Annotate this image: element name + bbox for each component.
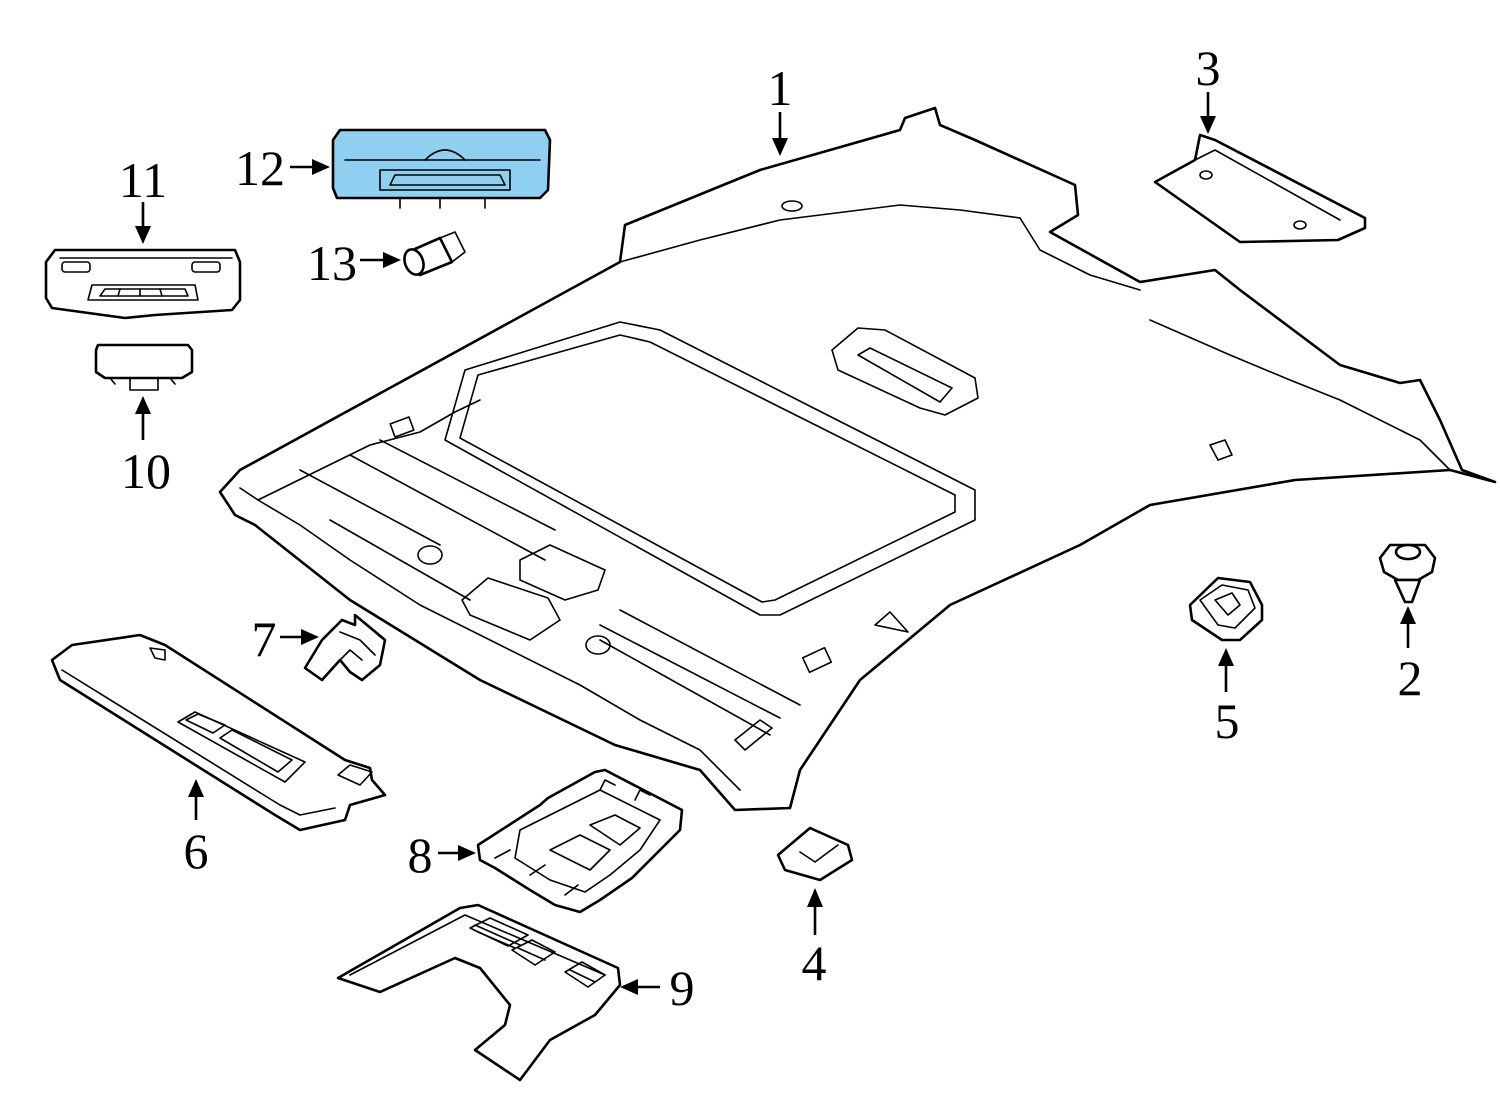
callout-3: 3 bbox=[1196, 40, 1221, 96]
lamp-part-10[interactable] bbox=[94, 343, 194, 391]
callout-13: 13 bbox=[307, 235, 357, 291]
callout-1: 1 bbox=[768, 60, 793, 116]
push-clip-part-2[interactable] bbox=[1378, 543, 1437, 604]
console-trim-part-9[interactable] bbox=[336, 903, 622, 1082]
callout-4: 4 bbox=[802, 935, 827, 991]
retainer-part-5[interactable] bbox=[1188, 576, 1264, 642]
callout-7: 7 bbox=[252, 611, 277, 667]
callout-12: 12 bbox=[235, 140, 285, 196]
pad-part-4[interactable] bbox=[776, 826, 854, 882]
bulb-part-13[interactable] bbox=[401, 231, 466, 277]
callout-9: 9 bbox=[670, 960, 695, 1016]
dome-light-lens-part-12[interactable] bbox=[331, 128, 552, 209]
rear-trim-panel-part-3[interactable] bbox=[1153, 133, 1367, 244]
overhead-console-part-11[interactable] bbox=[44, 248, 242, 320]
leader-arrows bbox=[135, 92, 1416, 995]
sun-visor-part-6[interactable] bbox=[50, 633, 387, 832]
callout-11: 11 bbox=[119, 152, 167, 208]
callout-labels: 1 3 11 12 13 10 2 5 4 7 6 8 9 bbox=[119, 40, 1423, 1016]
headliner-part-1[interactable] bbox=[218, 106, 1497, 812]
bracket-part-7[interactable] bbox=[303, 613, 387, 682]
callout-8: 8 bbox=[408, 827, 433, 883]
mounting-frame-part-8[interactable] bbox=[476, 768, 684, 914]
callout-10: 10 bbox=[121, 443, 171, 499]
callout-6: 6 bbox=[184, 823, 209, 879]
callout-2: 2 bbox=[1398, 650, 1423, 706]
callout-5: 5 bbox=[1215, 693, 1240, 749]
